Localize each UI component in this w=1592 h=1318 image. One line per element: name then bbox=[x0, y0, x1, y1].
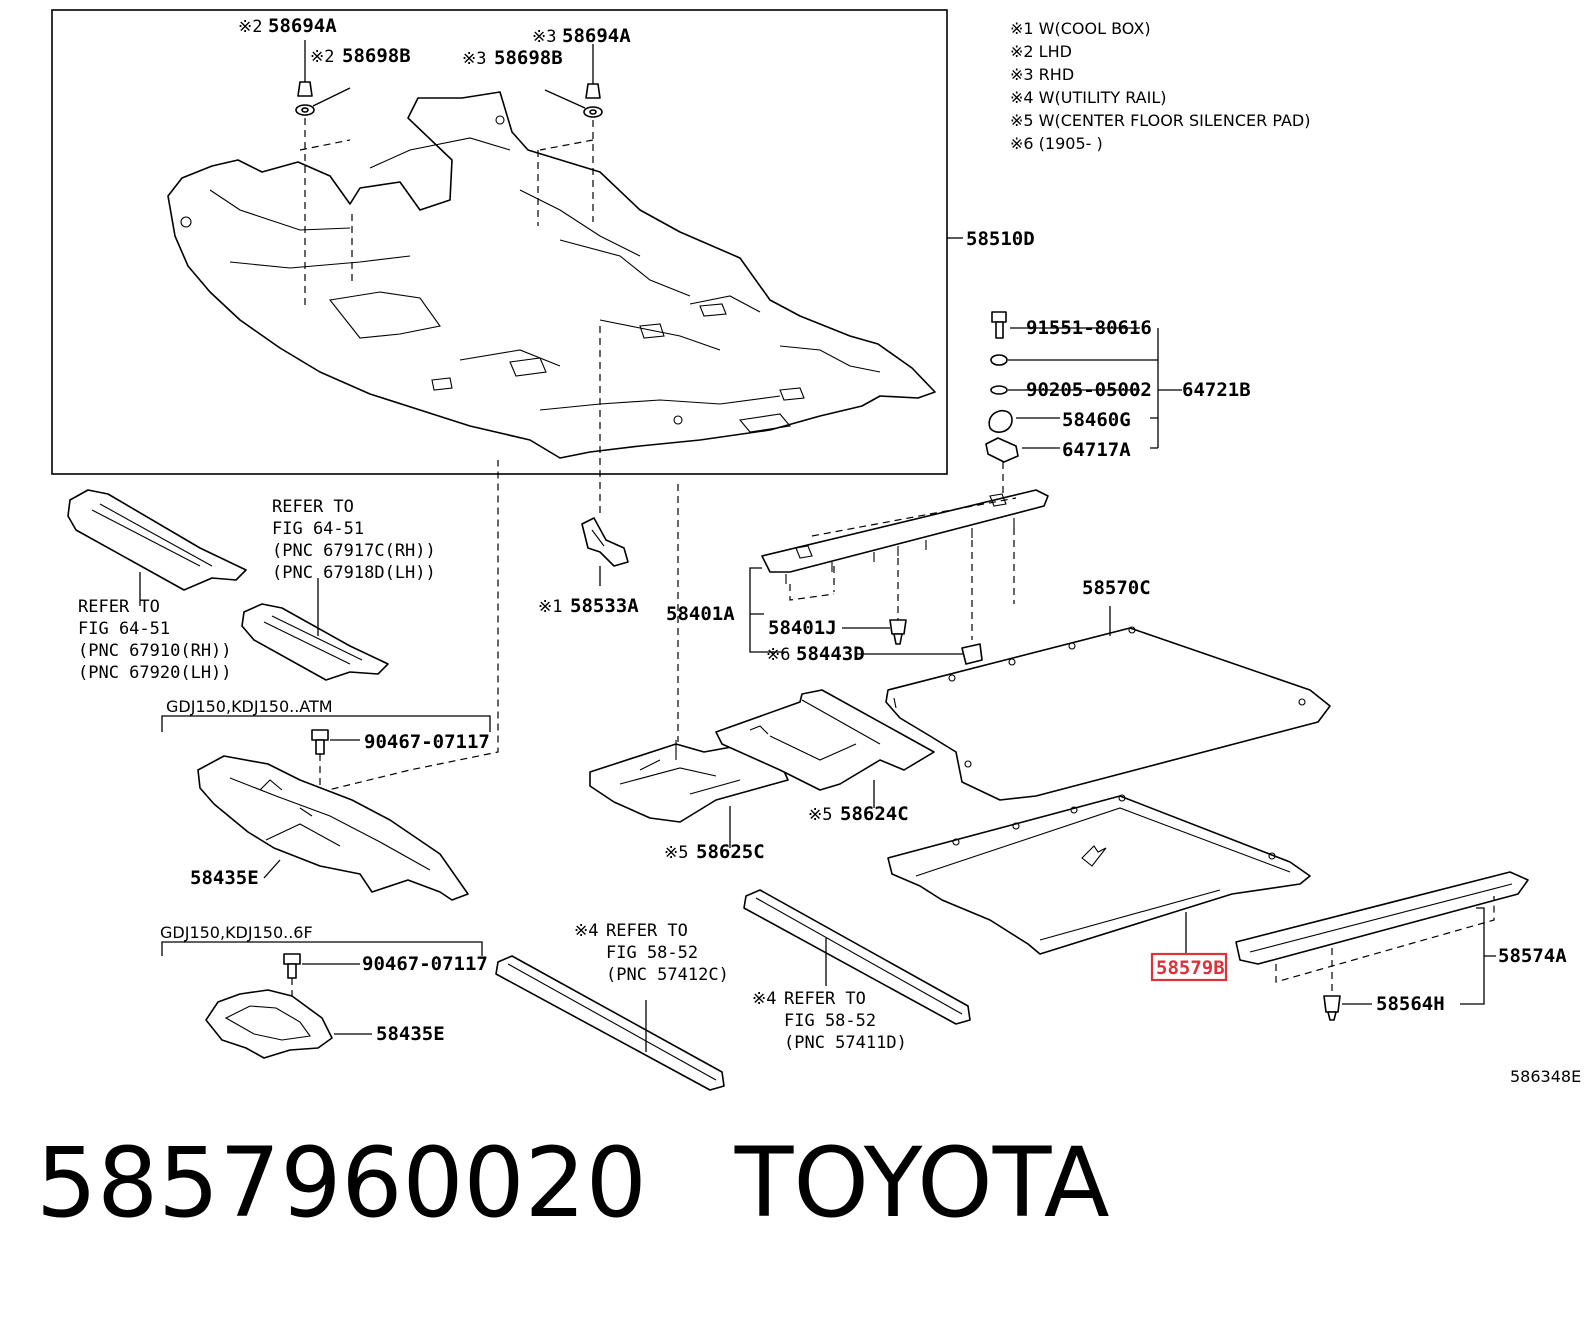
callout-c11-l4: (PNC 67918D(LH)) bbox=[272, 563, 436, 583]
insulator-58435E-atm[interactable] bbox=[197, 755, 469, 901]
callout-mark-c2: ※2 bbox=[310, 47, 334, 67]
callout-c26-l2: FIG 58-52 bbox=[606, 943, 698, 963]
callout-mark-c27: ※4 bbox=[752, 989, 776, 1009]
callout-c16: 58443D bbox=[796, 643, 865, 665]
callout-c11-l3: (PNC 67917C(RH)) bbox=[272, 541, 436, 561]
washer[interactable] bbox=[990, 354, 1008, 366]
callout-c8: 64721B bbox=[1182, 379, 1251, 401]
screw-90467-07117-atm[interactable] bbox=[311, 729, 329, 755]
note-3: ※3 RHD bbox=[1010, 65, 1074, 84]
callout-c25: 58435E bbox=[376, 1023, 445, 1045]
callout-c20: 58624C bbox=[840, 803, 909, 825]
callout-c10: 64717A bbox=[1062, 439, 1131, 461]
screw-90467-07117-6f[interactable] bbox=[283, 953, 301, 979]
clip-58564H[interactable] bbox=[1323, 995, 1341, 1021]
callout-c14: 58401A bbox=[666, 603, 735, 625]
hook-58460G[interactable] bbox=[988, 409, 1013, 433]
group-bracket-6f bbox=[161, 941, 483, 956]
callout-c5: 58510D bbox=[966, 228, 1035, 250]
callout-mark-c20: ※5 bbox=[808, 805, 832, 825]
clip-58694A-rhd[interactable] bbox=[583, 83, 603, 118]
callout-c26-l3: (PNC 57412C) bbox=[606, 965, 729, 985]
rail-58401J[interactable] bbox=[761, 489, 1049, 584]
utility-rail-57411D[interactable] bbox=[743, 889, 971, 1025]
group-bracket-atm bbox=[161, 715, 491, 732]
callout-c11-l1: REFER TO bbox=[272, 497, 354, 517]
insulator-58435E-6f[interactable] bbox=[205, 989, 333, 1059]
callout-c22: 58435E bbox=[190, 867, 259, 889]
callout-mark-c21: ※5 bbox=[664, 843, 688, 863]
callout-mark-c4: ※3 bbox=[462, 49, 486, 69]
clip-58443D[interactable] bbox=[961, 643, 983, 665]
callout-c12-l1: REFER TO bbox=[78, 597, 160, 617]
callout-c1: 58694A bbox=[268, 15, 337, 37]
callout-c9: 58460G bbox=[1062, 409, 1131, 431]
note-4: ※4 W(UTILITY RAIL) bbox=[1010, 88, 1167, 107]
callout-c7: 90205-05002 bbox=[1026, 379, 1152, 401]
carpet-frame bbox=[51, 9, 948, 475]
bolt-91551-80616[interactable] bbox=[991, 311, 1007, 339]
callout-c3: 58694A bbox=[562, 25, 631, 47]
callout-c27-l2: FIG 58-52 bbox=[784, 1011, 876, 1031]
note-6: ※6 (1905- ) bbox=[1010, 134, 1103, 153]
brand-name: TOYOTA bbox=[734, 1127, 1110, 1239]
callout-mark-c26: ※4 bbox=[574, 921, 598, 941]
callout-c17: 58570C bbox=[1082, 577, 1151, 599]
callout-mark-c3: ※3 bbox=[532, 27, 556, 47]
diagram-code: 586348E bbox=[1510, 1067, 1581, 1086]
scuff-plate-lh[interactable] bbox=[241, 603, 389, 681]
callout-mark-c16: ※6 bbox=[766, 645, 790, 665]
callout-c27-l1: REFER TO bbox=[784, 989, 866, 1009]
floor-panel-58570C[interactable] bbox=[885, 626, 1331, 801]
clip-58401J[interactable] bbox=[889, 619, 907, 645]
bracket-58533A[interactable] bbox=[581, 517, 629, 567]
callout-c30: 58564H bbox=[1376, 993, 1445, 1015]
callout-c15: 58401J bbox=[768, 617, 837, 639]
utility-rail-57412C[interactable] bbox=[495, 955, 725, 1091]
clip-58694A-lhd[interactable] bbox=[295, 81, 315, 116]
callout-c26-l1: REFER TO bbox=[606, 921, 688, 941]
legend-notes: ※1 W(COOL BOX) ※2 LHD ※3 RHD ※4 W(UTILIT… bbox=[1010, 19, 1311, 153]
callout-c11-l2: FIG 64-51 bbox=[272, 519, 364, 539]
washer-90205-05002[interactable] bbox=[990, 385, 1008, 395]
callout-c27-l3: (PNC 57411D) bbox=[784, 1033, 907, 1053]
floor-carpet-58510D[interactable] bbox=[167, 91, 936, 459]
callout-c24: 90467-07117 bbox=[362, 953, 488, 975]
callout-c19: 90467-07117 bbox=[364, 731, 490, 753]
silencer-pad-58625C[interactable] bbox=[589, 739, 789, 823]
bracket-64717A[interactable] bbox=[985, 437, 1019, 463]
note-5: ※5 W(CENTER FLOOR SILENCER PAD) bbox=[1010, 111, 1311, 130]
callout-c29: 58574A bbox=[1498, 945, 1567, 967]
note-1: ※1 W(COOL BOX) bbox=[1010, 19, 1151, 38]
callout-c12-l4: (PNC 67920(LH)) bbox=[78, 663, 232, 683]
callout-c2: 58698B bbox=[342, 45, 411, 67]
parts-diagram: ※1 W(COOL BOX) ※2 LHD ※3 RHD ※4 W(UTILIT… bbox=[51, 9, 1581, 1091]
callout-c4: 58698B bbox=[494, 47, 563, 69]
callout-mark-c1: ※2 bbox=[238, 17, 262, 37]
callout-c12-l3: (PNC 67910(RH)) bbox=[78, 641, 232, 661]
highlight-box bbox=[1150, 952, 1228, 982]
callout-mark-c13: ※1 bbox=[538, 597, 562, 617]
callout-c12-l2: FIG 64-51 bbox=[78, 619, 170, 639]
callout-c28: 58579B bbox=[1156, 957, 1225, 979]
group-label-6f: GDJ150,KDJ150..6F bbox=[160, 923, 313, 942]
callout-c21: 58625C bbox=[696, 841, 765, 863]
callout-c6: 91551-80616 bbox=[1026, 317, 1152, 339]
part-number: 5857960020 bbox=[36, 1127, 647, 1239]
sill-plate-58574A[interactable] bbox=[1235, 871, 1529, 965]
note-2: ※2 LHD bbox=[1010, 42, 1072, 61]
deck-board-58579B[interactable] bbox=[887, 794, 1311, 955]
group-label-atm: GDJ150,KDJ150..ATM bbox=[166, 697, 333, 716]
footer: 5857960020 TOYOTA bbox=[36, 1135, 1110, 1231]
silencer-pad-58624C[interactable] bbox=[715, 689, 935, 791]
callout-c13: 58533A bbox=[570, 595, 639, 617]
scuff-plate-rh[interactable] bbox=[67, 489, 247, 591]
